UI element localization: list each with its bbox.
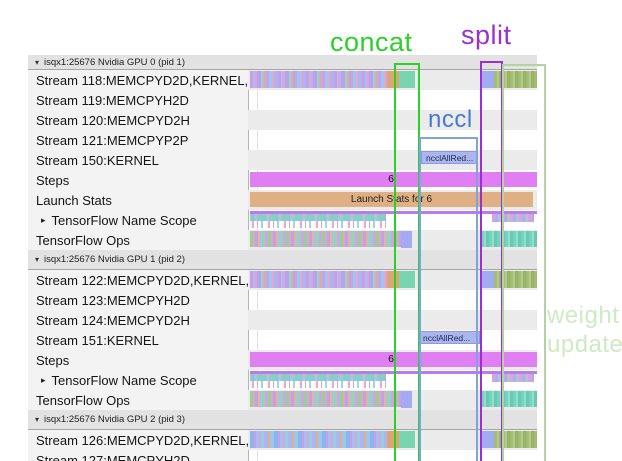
namescope-bar[interactable] [250,371,537,374]
concat-event[interactable] [399,71,415,88]
op-events[interactable] [481,391,537,407]
split-event[interactable] [481,431,494,448]
row-label-text: Stream 119:MEMCPYH2D [36,92,189,108]
namescope-events[interactable] [250,374,386,388]
row-label-text: TensorFlow Name Scope [51,372,197,388]
row-label-text: TensorFlow Name Scope [51,212,197,228]
steps-bar[interactable]: 6 [250,352,537,367]
nccl-annotation-label: nccl [428,106,473,133]
trace-events[interactable] [250,431,387,448]
row-label: Stream 118:MEMCPYD2D,KERNEL,MEMSET [28,70,248,90]
split-annotation-label: split [461,20,512,50]
nccl-allreduce-event[interactable]: ncclAllRed... [418,331,480,344]
op-events[interactable] [481,231,537,247]
row-label-text: Stream 124:MEMCPYD2H [36,312,190,328]
row-label: Stream 126:MEMCPYD2D,KERNEL,MEMSET [28,430,248,450]
trace-event[interactable] [387,431,399,448]
row-label: Stream 127:MEMCPYH2D [28,450,248,461]
row-label: Stream 123:MEMCPYH2D [28,290,248,310]
trace-event[interactable] [387,271,399,288]
row-label-text: Stream 150:KERNEL [36,152,159,168]
row-label-text: TensorFlow Ops [36,232,130,248]
group-header-label: isqx1:25676 Nvidia GPU 1 (pid 2) [44,254,186,265]
row-label[interactable]: ▸ TensorFlow Name Scope [28,210,248,230]
op-events[interactable] [250,391,401,407]
row-label-text: Steps [36,352,70,368]
split-event[interactable] [401,231,412,248]
split-event[interactable] [401,391,412,408]
row-background [248,310,537,330]
namescope-events[interactable] [492,214,534,222]
trace-event[interactable] [387,71,399,88]
namescope-events[interactable] [492,374,534,382]
row-label: Stream 150:KERNEL [28,150,248,170]
launch-stats-bar[interactable]: Launch Stats for 6 [250,192,533,207]
row-background [248,110,537,130]
group-header[interactable]: ▾ isqx1:25676 Nvidia GPU 2 (pid 3) [28,410,537,430]
split-event[interactable] [481,71,494,88]
row-label: Steps [28,350,248,370]
namescope-events[interactable] [250,214,386,228]
collapse-triangle-icon: ▾ [35,415,40,424]
row-label-text: Stream 118:MEMCPYD2D,KERNEL,MEMSET [36,72,248,88]
row-label: Stream 119:MEMCPYH2D [28,90,248,110]
row-label-text: Stream 127:MEMCPYH2D [36,452,190,461]
row-label-text: Stream 122:MEMCPYD2D,KERNEL,MEMSET [36,272,248,288]
weight-update-events[interactable] [494,431,537,448]
trace-events[interactable] [250,71,387,88]
concat-annotation-label: concat [330,27,413,57]
row-label[interactable]: ▸ TensorFlow Name Scope [28,370,248,390]
concat-event[interactable] [399,431,415,448]
expand-triangle-icon: ▸ [41,214,46,225]
row-label-text: Stream 123:MEMCPYH2D [36,292,190,308]
row-label: Stream 151:KERNEL [28,330,248,350]
split-event[interactable] [481,271,494,288]
collapse-triangle-icon: ▾ [35,57,40,67]
step-number: 6 [388,173,394,185]
row-label-text: Launch Stats [36,192,112,208]
row-label: Stream 122:MEMCPYD2D,KERNEL,MEMSET [28,270,248,290]
nccl-highlight-rect [419,137,478,461]
steps-bar[interactable]: 6 [250,172,537,187]
row-label: Stream 121:MEMCPYP2P [28,130,248,150]
op-events[interactable] [250,231,401,247]
row-label: Stream 124:MEMCPYD2H [28,310,248,330]
row-label: Launch Stats [28,190,248,210]
row-label-text: TensorFlow Ops [36,392,130,408]
group-header-label: isqx1:25676 Nvidia GPU 0 (pid 1) [44,56,186,68]
group-header[interactable]: ▾ isqx1:25676 Nvidia GPU 0 (pid 1) [28,55,537,70]
row-label: TensorFlow Ops [28,230,248,250]
expand-triangle-icon: ▸ [41,374,46,385]
step-number: 6 [388,353,394,365]
row-label-text: Stream 120:MEMCPYD2H [36,112,190,128]
row-label-text: Stream 121:MEMCPYP2P [36,132,189,148]
weight-update-annotation-label: weight update [547,302,622,358]
row-label: Steps [28,170,248,190]
concat-highlight-rect [394,63,420,461]
concat-event[interactable] [399,271,415,288]
row-label: Stream 120:MEMCPYD2H [28,110,248,130]
row-label-text: Steps [36,172,70,188]
group-header-label: isqx1:25676 Nvidia GPU 2 (pid 3) [44,414,186,425]
weight-update-highlight-rect [502,64,546,461]
weight-update-events[interactable] [494,71,537,88]
trace-events[interactable] [250,271,387,288]
namescope-bar[interactable] [250,211,537,214]
row-label: TensorFlow Ops [28,390,248,410]
weight-update-events[interactable] [494,271,537,288]
row-label-text: Stream 151:KERNEL [36,332,159,348]
group-header[interactable]: ▾ isqx1:25676 Nvidia GPU 1 (pid 2) [28,250,537,270]
split-highlight-rect [480,61,503,461]
row-label-text: Stream 126:MEMCPYD2D,KERNEL,MEMSET [36,432,248,448]
collapse-triangle-icon: ▾ [35,255,40,264]
